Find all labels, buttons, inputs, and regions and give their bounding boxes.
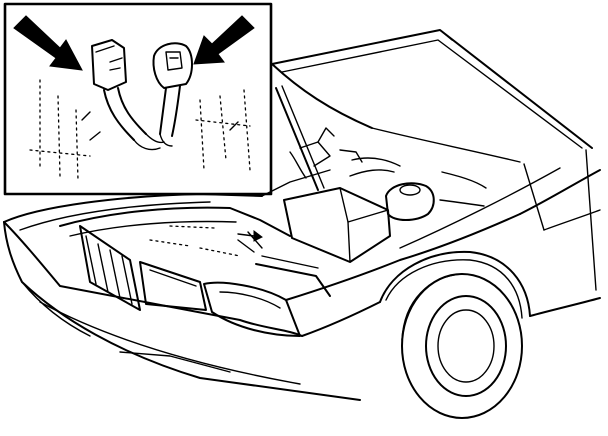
left-arrow-icon [13,15,83,71]
hood-strut [275,85,325,191]
car-body [3,149,601,401]
right-arrow-icon [193,15,255,65]
right-connector [152,42,193,147]
inset-background-detail [29,79,251,181]
left-connector [91,39,165,151]
detail-inset [3,2,273,196]
engine-bay [59,127,487,297]
hood [271,29,593,163]
car-drawing [3,29,601,419]
front-wheel [401,273,523,419]
